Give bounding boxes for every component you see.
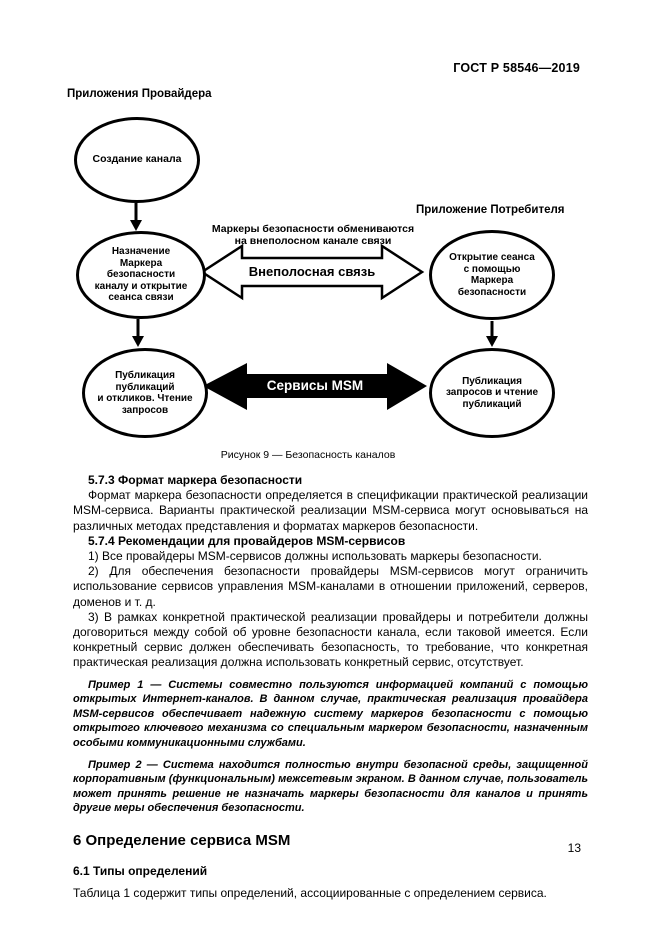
out-of-band-double-arrow [199, 243, 425, 301]
out-of-band-note: Маркеры безопасности обмениваются на вне… [211, 223, 415, 247]
page-number: 13 [567, 841, 581, 855]
node-open-session: Открытие сеанса с помощью Маркера безопа… [429, 230, 555, 320]
paragraph-5-7-3: Формат маркера безопасности определяется… [73, 488, 588, 533]
consumer-application-label: Приложение Потребителя [416, 204, 565, 216]
figure-9-diagram: Приложения Провайдера Приложение Потреби… [67, 88, 565, 461]
msm-services-arrow-label: Сервисы MSM [266, 378, 364, 393]
node-publish-provider: Публикация публикаций и откликов. Чтение… [82, 348, 208, 438]
heading-5-7-4: 5.7.4 Рекомендации для провайдеров MSM-с… [88, 533, 406, 548]
flow-arrow-assign-to-publish [132, 319, 144, 347]
example-1: Пример 1 — Системы совместно пользуются … [73, 678, 588, 750]
flow-arrow-open-to-publish [486, 321, 498, 347]
example-2: Пример 2 — Система находится полностью в… [73, 758, 588, 815]
list-item-2: 2) Для обеспечения безопасности провайде… [73, 564, 588, 609]
list-item-3: 3) В рамках конкретной практической реал… [73, 609, 588, 670]
msm-services-double-arrow [203, 363, 427, 410]
out-of-band-arrow-label: Внеполосная связь [248, 264, 376, 279]
flow-arrow-create-to-assign [130, 203, 142, 231]
heading-6: 6 Определение сервиса MSM [73, 831, 291, 849]
document-body: 5.7.3 Формат маркера безопасности Формат… [73, 473, 588, 901]
node-publish-consumer: Публикация запросов и чтение публикаций [429, 348, 555, 438]
provider-application-label: Приложения Провайдера [67, 88, 212, 100]
figure-caption: Рисунок 9 — Безопасность каналов [220, 449, 396, 461]
doc-code-header: ГОСТ Р 58546—2019 [453, 61, 580, 75]
paragraph-6-1: Таблица 1 содержит типы определений, асс… [73, 886, 547, 901]
heading-5-7-3: 5.7.3 Формат маркера безопасности [88, 473, 303, 487]
diagram-arrows-layer [130, 203, 498, 410]
node-create-channel: Создание канала [74, 117, 200, 203]
list-item-1: 1) Все провайдеры MSM-сервисов должны ис… [88, 549, 542, 564]
heading-6-1: 6.1 Типы определений [73, 863, 208, 878]
node-assign-security-token: Назначение Маркера безопасности каналу и… [76, 231, 206, 319]
